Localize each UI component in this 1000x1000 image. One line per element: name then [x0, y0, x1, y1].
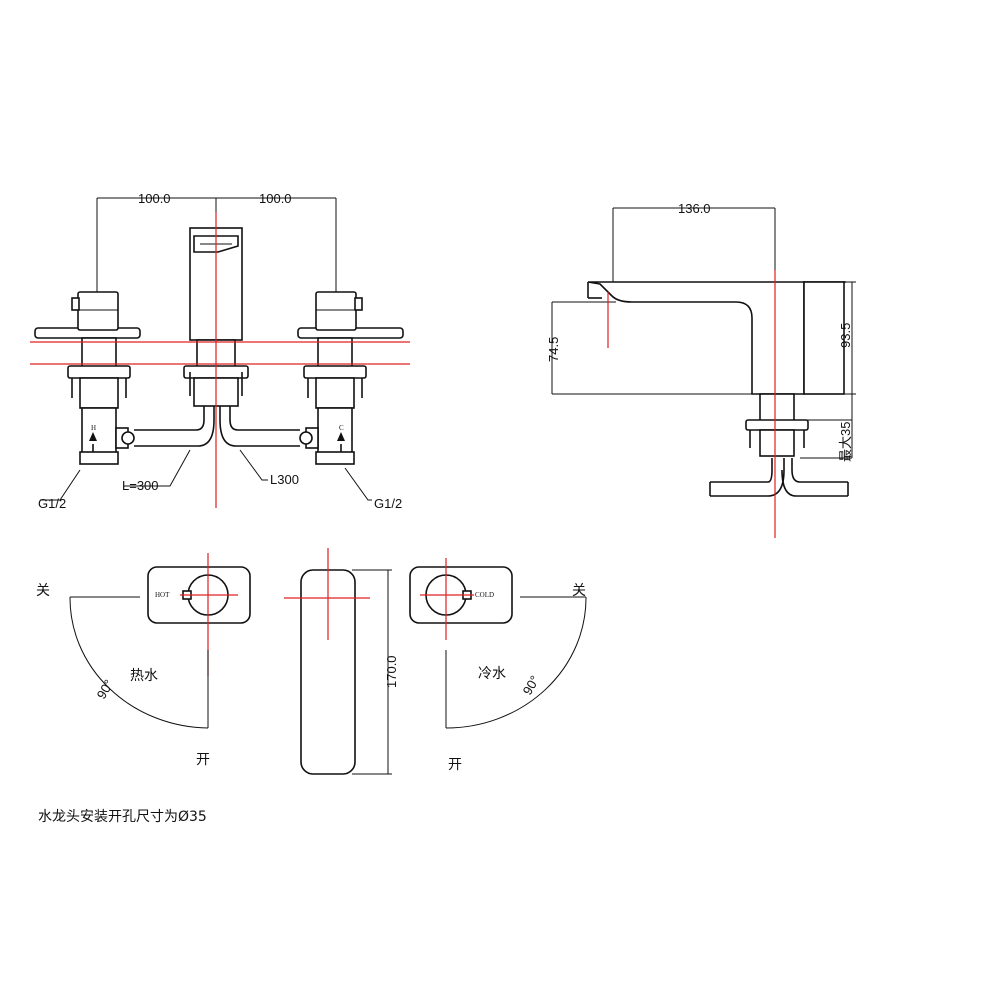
- off-label-left: 关: [36, 583, 50, 599]
- hoses: [134, 406, 300, 447]
- dim-spout-top-length: 170.0: [384, 655, 399, 688]
- dim-left-spacing: 100.0: [138, 191, 171, 206]
- dim-spout-height: 74.5: [546, 337, 561, 362]
- cold-handle-label: COLD: [475, 591, 494, 599]
- dim-max-deck-thickness: 最大35: [838, 422, 853, 462]
- thread-size-right: G1/2: [374, 496, 402, 511]
- angle-right: 90°: [520, 673, 543, 698]
- side-dimension-heights: [551, 281, 856, 459]
- side-center-lines: [607, 270, 776, 538]
- angle-left: 90°: [94, 677, 117, 702]
- hot-water-label: 热水: [130, 668, 158, 684]
- front-leader-lines: [40, 449, 372, 501]
- front-dimension-lines: [96, 197, 337, 296]
- hot-handle-top-view: HOT 关 热水 90° 开: [36, 553, 251, 768]
- installation-hole-note: 水龙头安装开孔尺寸为Ø35: [38, 809, 207, 825]
- front-center-lines: [30, 212, 410, 508]
- off-label-right: 关: [572, 583, 586, 599]
- cold-water-label: 冷水: [478, 666, 506, 682]
- dim-right-spacing: 100.0: [259, 191, 292, 206]
- front-view: 100.0 100.0: [30, 191, 410, 511]
- dim-reach: 136.0: [678, 201, 711, 216]
- cold-handle-top-view: COLD 关 冷水 90° 开: [409, 558, 587, 773]
- open-label-left: 开: [196, 752, 210, 768]
- hot-valve: H: [67, 291, 135, 465]
- cold-marker: C: [339, 424, 344, 432]
- side-dimension-reach: [612, 207, 776, 292]
- open-label-right: 开: [448, 757, 462, 773]
- spout-top-view: 170.0: [284, 548, 399, 775]
- hot-handle-label: HOT: [155, 591, 170, 599]
- cold-valve: C: [299, 291, 367, 465]
- spout-side: [587, 281, 846, 395]
- thread-size-left: G1/2: [38, 496, 66, 511]
- hose-length-left: L=300: [122, 478, 159, 493]
- hose-length-right: L300: [270, 472, 299, 487]
- dim-total-height: 93.5: [838, 323, 853, 348]
- hot-marker: H: [91, 424, 96, 432]
- side-shank: [709, 393, 849, 497]
- side-view: 136.0 74.5 93.5 最大35: [546, 201, 856, 538]
